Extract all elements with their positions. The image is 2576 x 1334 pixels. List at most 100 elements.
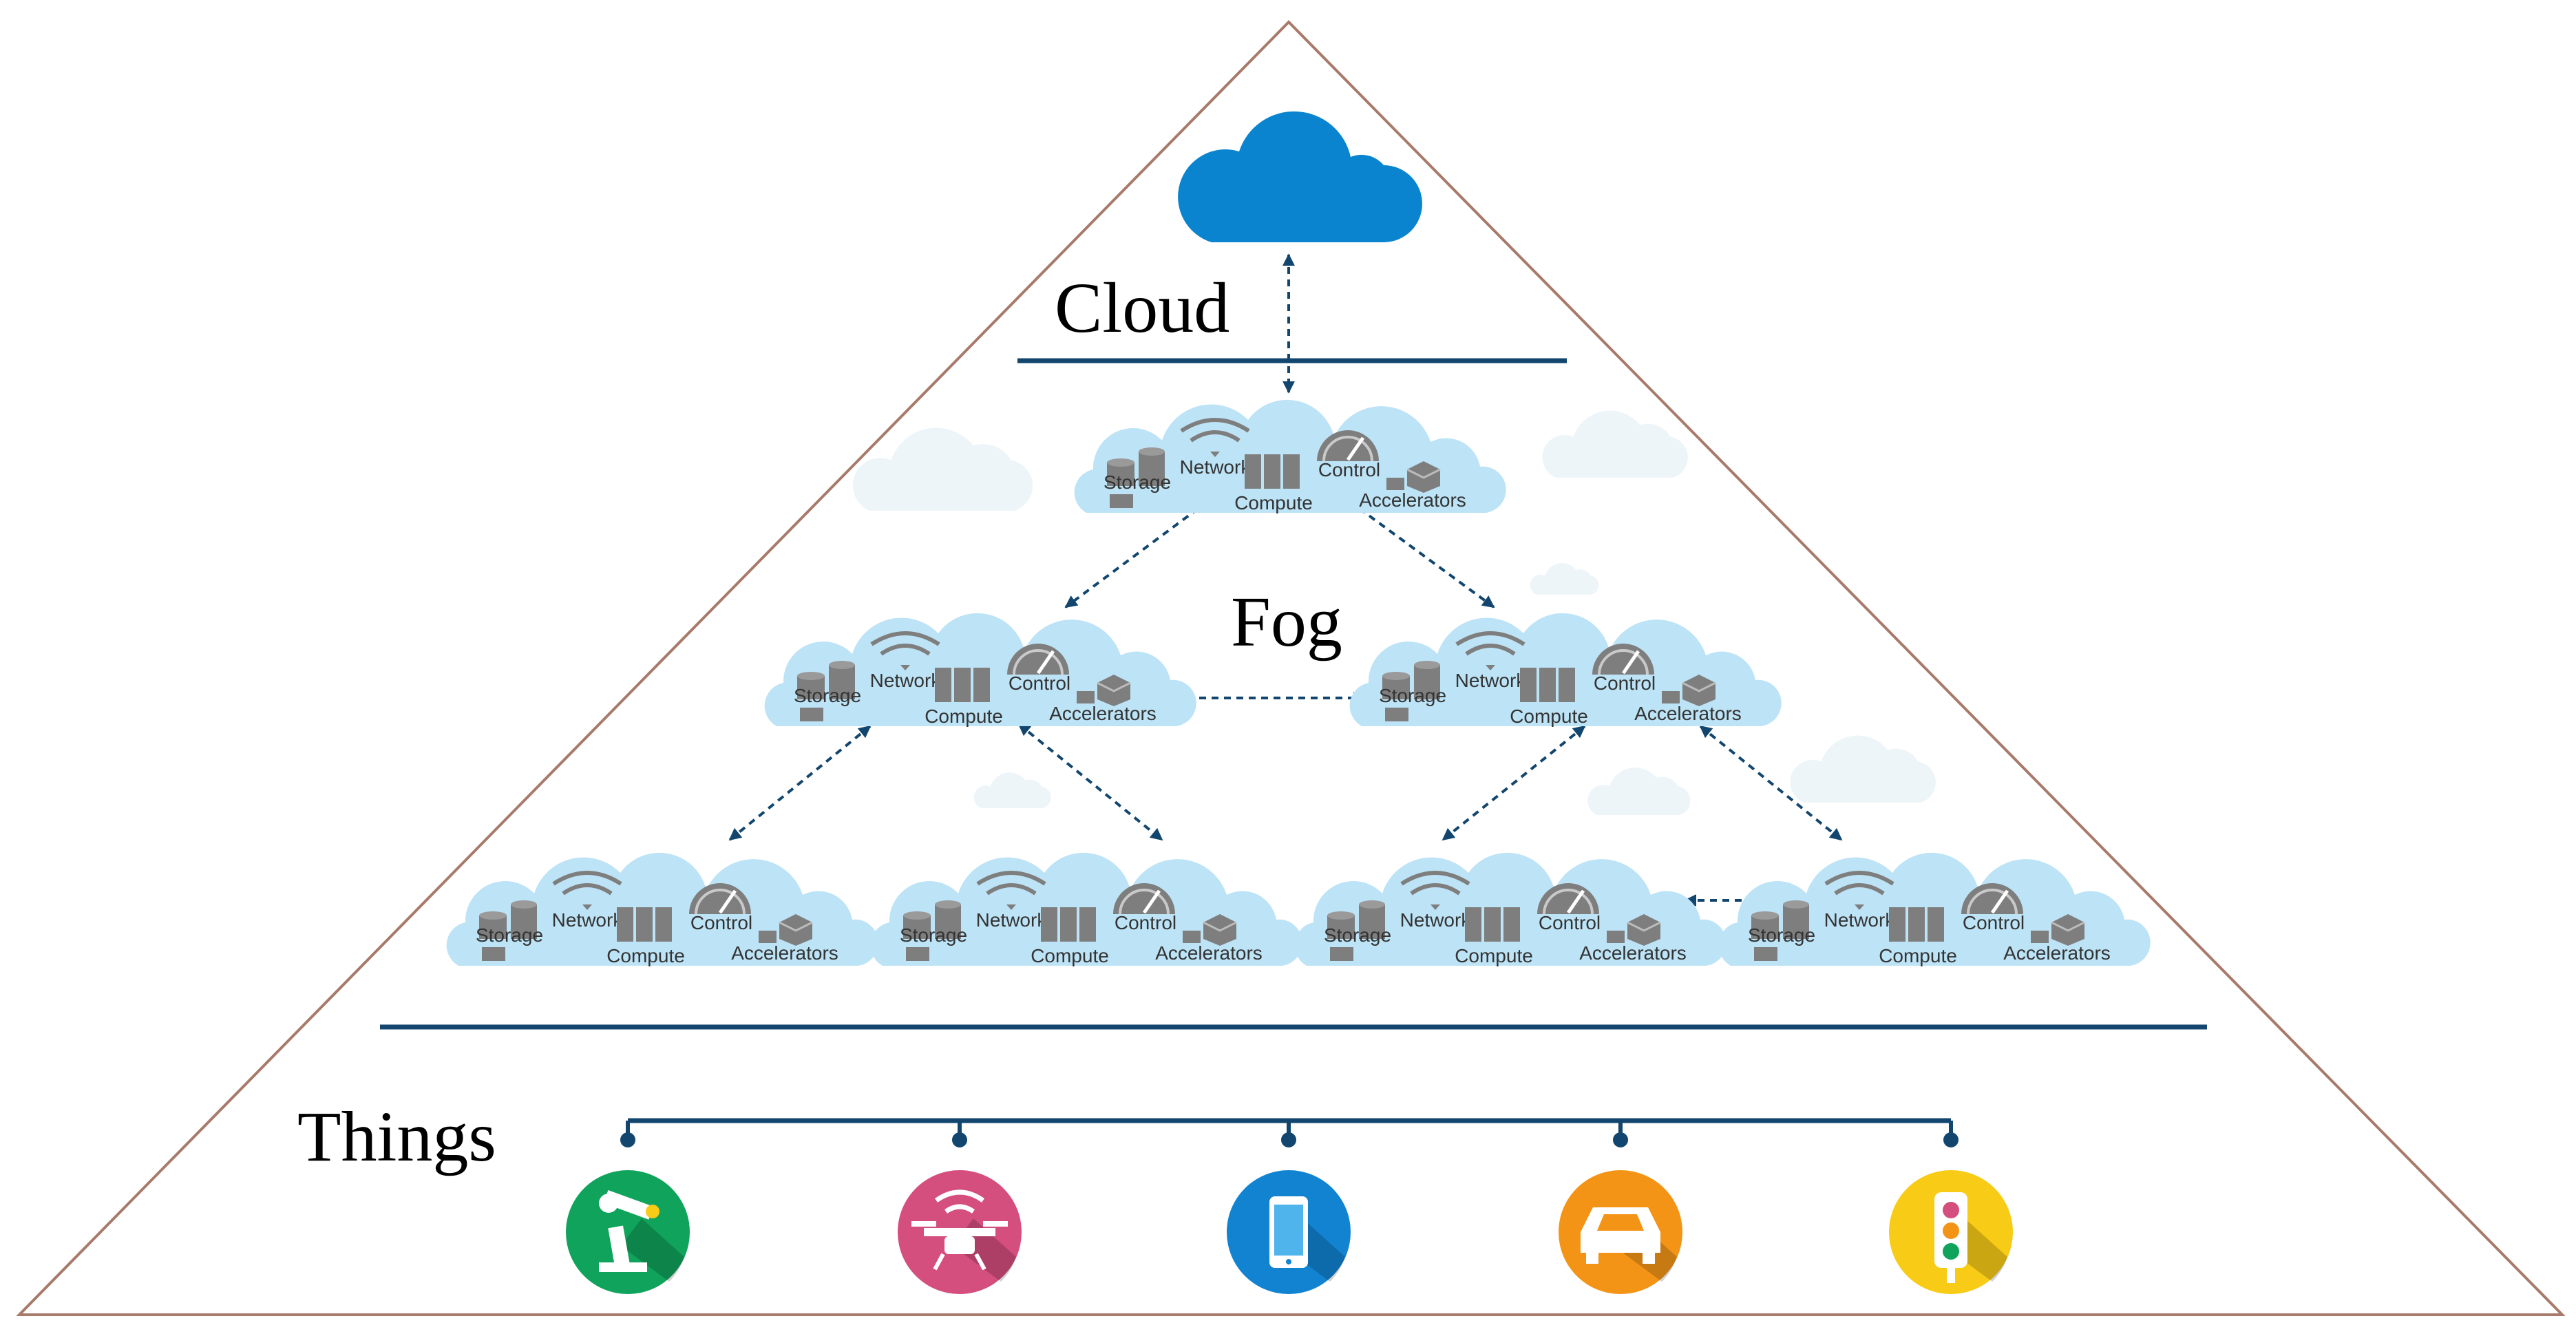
- control-label: Control: [690, 912, 752, 933]
- accelerators-icon: [1386, 461, 1441, 493]
- compute-label: Compute: [1031, 945, 1109, 966]
- storage-icon: [1382, 661, 1440, 721]
- faint-cloud-icon: [1530, 563, 1599, 595]
- network-icon: [552, 871, 622, 910]
- network-icon: [1180, 418, 1250, 457]
- car-icon: [1559, 1170, 1682, 1294]
- accelerators-icon: [1662, 675, 1716, 706]
- things-tier-label: Things: [297, 1097, 496, 1176]
- accelerators-label: Accelerators: [1359, 489, 1466, 511]
- compute-label: Compute: [1455, 945, 1533, 966]
- bus-dot: [620, 1132, 635, 1147]
- faint-cloud-icon: [1542, 410, 1688, 478]
- accelerators-label: Accelerators: [731, 942, 838, 964]
- traffic-light-icon: [1889, 1170, 2013, 1294]
- network-label: Network: [1400, 909, 1472, 931]
- gauge-icon: [1592, 644, 1654, 675]
- control-label: Control: [1009, 673, 1070, 694]
- storage-label: Storage: [794, 685, 861, 706]
- storage-icon: [1327, 900, 1385, 961]
- drone-icon: [898, 1170, 1022, 1294]
- things-bus: [620, 1118, 1959, 1147]
- dashed-arrow: [728, 725, 872, 841]
- network-icon: [1824, 871, 1894, 910]
- accelerators-label: Accelerators: [1155, 942, 1263, 964]
- storage-icon: [1107, 447, 1165, 508]
- storage-icon: [1751, 900, 1809, 961]
- accelerators-label: Accelerators: [1579, 942, 1687, 964]
- bus-dot: [1613, 1132, 1628, 1147]
- storage-icon: [479, 900, 537, 961]
- network-icon: [976, 871, 1046, 910]
- compute-label: Compute: [1879, 945, 1957, 966]
- storage-label: Storage: [1104, 472, 1171, 493]
- accelerators-icon: [2031, 914, 2085, 946]
- control-label: Control: [1963, 912, 2025, 933]
- dashed-arrow: [1699, 725, 1843, 841]
- storage-icon: [903, 900, 961, 961]
- compute-label: Compute: [606, 945, 685, 966]
- compute-icon: [1520, 668, 1575, 702]
- network-label: Network: [1824, 909, 1896, 931]
- things-devices: [566, 1170, 2013, 1294]
- accelerators-label: Accelerators: [2003, 942, 2111, 964]
- compute-label: Compute: [1510, 706, 1588, 727]
- bus-dot: [1281, 1132, 1296, 1147]
- network-label: Network: [1455, 670, 1527, 691]
- network-label: Network: [1180, 456, 1252, 478]
- bus-dot: [1943, 1132, 1959, 1147]
- network-label: Network: [552, 909, 624, 931]
- network-icon: [1400, 871, 1470, 910]
- cloud-icon: [1178, 111, 1422, 242]
- control-label: Control: [1318, 459, 1380, 480]
- faint-cloud-icon: [852, 427, 1033, 511]
- network-label: Network: [976, 909, 1048, 931]
- compute-icon: [1245, 454, 1300, 489]
- storage-label: Storage: [900, 924, 967, 946]
- compute-icon: [617, 907, 672, 942]
- gauge-icon: [1007, 644, 1069, 675]
- control-label: Control: [1594, 673, 1656, 694]
- accelerators-icon: [759, 914, 813, 946]
- accelerators-icon: [1183, 914, 1237, 946]
- compute-icon: [1465, 907, 1520, 942]
- background-clouds: [852, 410, 1936, 815]
- bus-dot: [952, 1132, 967, 1147]
- smartphone-icon: [1227, 1170, 1351, 1294]
- cloud-tier-label: Cloud: [1055, 268, 1229, 348]
- network-icon: [870, 631, 940, 670]
- gauge-icon: [1537, 883, 1599, 915]
- fog-tier-label: Fog: [1231, 582, 1342, 661]
- dashed-arrow: [1017, 723, 1163, 841]
- storage-label: Storage: [476, 924, 543, 946]
- compute-label: Compute: [1234, 492, 1313, 514]
- storage-label: Storage: [1324, 924, 1391, 946]
- compute-icon: [1041, 907, 1096, 942]
- robot-arm-icon: [566, 1170, 690, 1294]
- storage-label: Storage: [1379, 685, 1446, 706]
- network-icon: [1455, 631, 1525, 670]
- gauge-icon: [1113, 883, 1175, 915]
- compute-label: Compute: [925, 706, 1003, 727]
- dashed-arrow: [1348, 500, 1495, 608]
- storage-label: Storage: [1748, 924, 1815, 946]
- compute-icon: [935, 668, 990, 702]
- pyramid-outline: [16, 20, 2566, 1316]
- dashed-arrow: [1064, 500, 1210, 608]
- accelerators-label: Accelerators: [1049, 703, 1157, 724]
- faint-cloud-icon: [1587, 767, 1691, 815]
- accelerators-label: Accelerators: [1634, 703, 1742, 724]
- gauge-icon: [1317, 430, 1379, 462]
- control-label: Control: [1115, 912, 1176, 933]
- gauge-icon: [689, 883, 751, 915]
- network-label: Network: [870, 670, 942, 691]
